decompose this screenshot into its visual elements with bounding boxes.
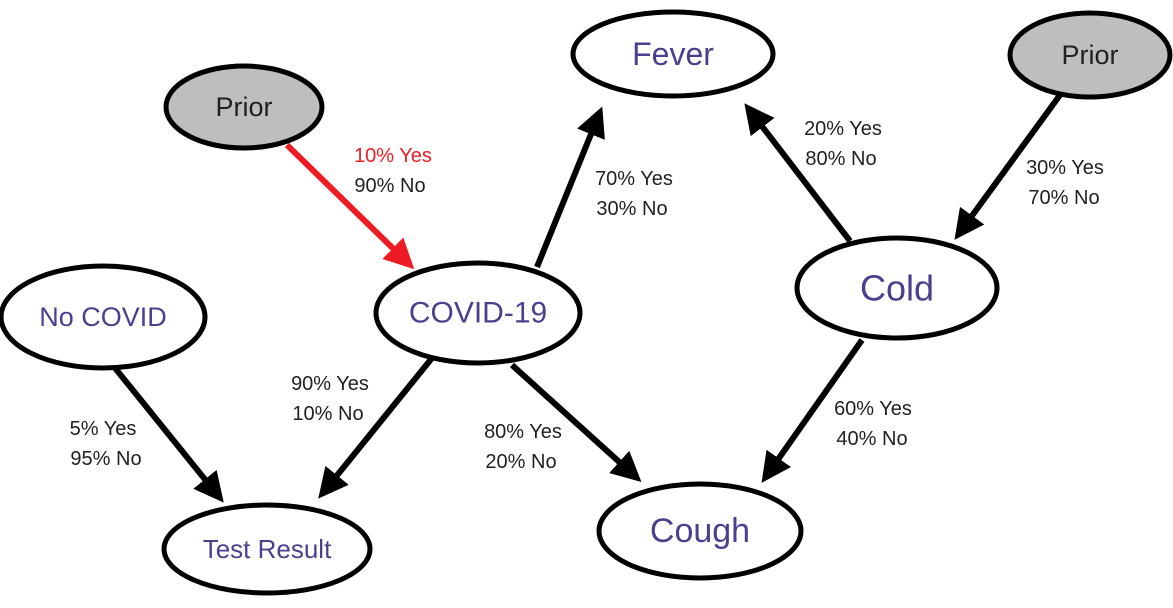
prob-yes-covid-to-cough: 80% Yes (484, 421, 562, 443)
prob-no-nocovid-to-test: 95% No (70, 448, 141, 470)
node-prior-right: Prior (1007, 10, 1173, 100)
prob-no-cold-to-cough: 40% No (836, 428, 907, 450)
node-no-covid: No COVID (0, 263, 208, 371)
prob-yes-prior-to-cold: 30% Yes (1026, 157, 1104, 179)
node-test-result-label: Test Result (203, 534, 332, 564)
edge-label-covid-to-cough: 80% Yes 20% No (484, 421, 562, 473)
node-fever-label: Fever (632, 36, 714, 72)
node-cold: Cold (794, 235, 1000, 341)
node-fever: Fever (570, 9, 776, 99)
prob-yes-covid-to-fever: 70% Yes (595, 168, 673, 190)
prob-no-covid-to-test: 10% No (292, 403, 363, 425)
node-prior-left-label: Prior (215, 92, 272, 122)
prob-no-covid-to-fever: 30% No (596, 198, 667, 220)
edge-nocovid-to-test (112, 366, 224, 503)
edge-label-cold-to-fever: 20% Yes 80% No (804, 118, 882, 170)
prob-yes-prior-to-covid: 10% Yes (354, 145, 432, 167)
edge-label-nocovid-to-test: 5% Yes 95% No (70, 418, 142, 470)
node-covid-label: COVID-19 (409, 297, 547, 330)
node-covid: COVID-19 (373, 260, 583, 366)
node-cough: Cough (596, 481, 804, 581)
edge-label-covid-to-test: 90% Yes 10% No (291, 373, 369, 425)
prob-no-prior-to-covid: 90% No (354, 175, 425, 197)
edge-label-cold-to-cough: 60% Yes 40% No (834, 398, 912, 450)
prob-no-prior-to-cold: 70% No (1028, 187, 1099, 209)
node-prior-right-label: Prior (1061, 40, 1118, 70)
edge-covid-to-fever (534, 106, 605, 269)
node-prior-left: Prior (163, 63, 325, 151)
prob-no-cold-to-fever: 80% No (805, 148, 876, 170)
prob-yes-cold-to-cough: 60% Yes (834, 398, 912, 420)
node-cold-label: Cold (860, 268, 934, 309)
edge-prior-to-cold (954, 93, 1063, 240)
edge-cold-to-cough (761, 338, 865, 483)
edge-prior-to-covid (284, 142, 415, 270)
node-test-result: Test Result (161, 502, 373, 596)
edge-label-prior-to-cold: 30% Yes 70% No (1026, 157, 1104, 209)
prob-yes-covid-to-test: 90% Yes (291, 373, 369, 395)
edge-covid-to-test (318, 356, 435, 499)
node-no-covid-label: No COVID (39, 302, 167, 332)
edge-cold-to-fever (744, 103, 853, 243)
prob-yes-nocovid-to-test: 5% Yes (70, 418, 137, 440)
prob-no-covid-to-cough: 20% No (485, 451, 556, 473)
prob-yes-cold-to-fever: 20% Yes (804, 118, 882, 140)
edge-covid-to-cough (509, 362, 642, 483)
edge-label-covid-to-fever: 70% Yes 30% No (595, 168, 673, 220)
node-cough-label: Cough (650, 512, 750, 550)
edge-label-prior-to-covid: 10% Yes 90% No (354, 145, 432, 197)
